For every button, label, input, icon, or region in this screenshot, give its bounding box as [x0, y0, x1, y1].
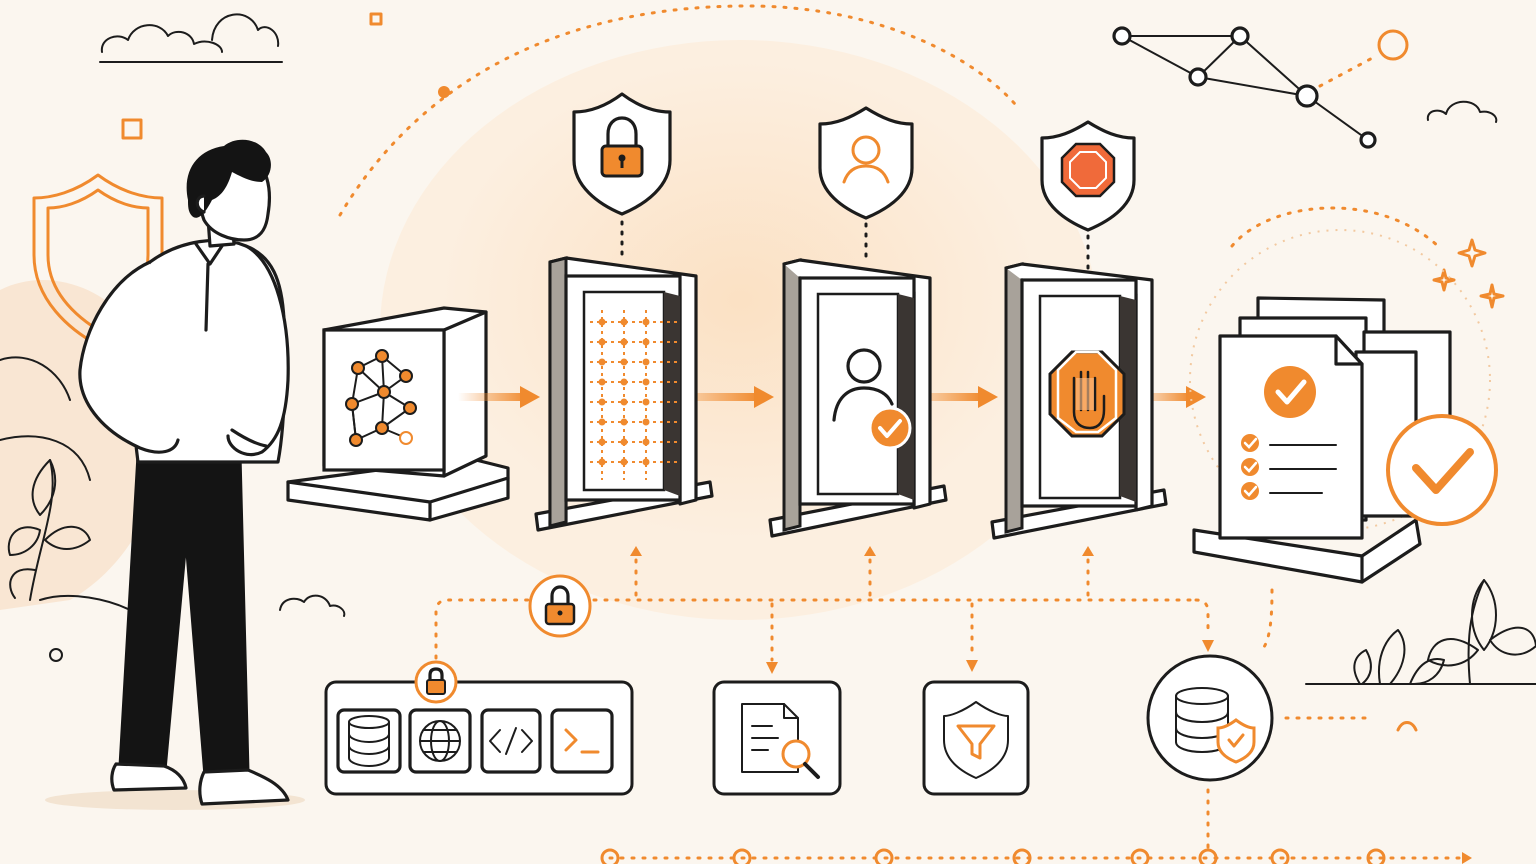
cloud-icon — [1426, 100, 1498, 123]
neural-network-icon — [345, 349, 417, 447]
document-search-icon — [741, 703, 820, 779]
plant-icon — [7, 459, 91, 601]
person-figure — [45, 139, 305, 810]
data-sources-panel — [324, 660, 634, 796]
cloud-icon — [99, 13, 283, 63]
user-verified-icon — [832, 348, 912, 450]
database-icon — [336, 708, 402, 774]
shield-filter-check — [922, 680, 1030, 796]
identity-gate — [768, 106, 948, 538]
flow-arrow — [904, 386, 998, 408]
big-check-badge-icon — [1386, 414, 1498, 526]
approved-documents-icon — [1218, 334, 1364, 540]
terminal-icon — [550, 708, 614, 774]
flow-arrow — [458, 386, 540, 408]
decor-ring — [49, 648, 63, 662]
encryption-gate — [534, 92, 714, 532]
person-shoe — [110, 762, 188, 792]
approved-output — [1189, 206, 1498, 584]
person-arm — [226, 244, 290, 457]
cloud-icon — [279, 594, 346, 617]
flow-arrow — [664, 386, 774, 408]
globe-icon — [408, 708, 472, 774]
code-icon — [480, 708, 542, 774]
hand-stop-icon — [1048, 350, 1126, 438]
shield-filter-icon — [943, 701, 1009, 779]
person-hair — [186, 139, 271, 218]
person-arm — [78, 260, 180, 454]
ai-model-block — [286, 306, 510, 522]
network-graph-icon — [1112, 26, 1409, 149]
padlock-icon — [572, 92, 672, 216]
padlock-icon — [414, 660, 458, 704]
dashed-arc — [338, 4, 1022, 217]
document-search-check — [712, 680, 842, 796]
secure-database-icon — [1175, 687, 1256, 764]
padlock-icon — [528, 574, 592, 638]
background-glow-inner — [440, 60, 1040, 540]
person-trousers — [118, 453, 250, 778]
decor-square — [369, 12, 383, 26]
decor-dot — [438, 86, 450, 98]
block-gate — [990, 120, 1168, 540]
connector-network — [434, 546, 1472, 864]
person-shoe — [198, 768, 290, 806]
plant-icon — [1305, 579, 1536, 685]
stop-octagon-icon — [1040, 120, 1136, 232]
sparkle-icon — [1432, 238, 1505, 309]
user-icon — [818, 106, 914, 220]
secure-database-check — [1146, 654, 1274, 782]
decor-square — [121, 118, 143, 140]
bush-outline — [0, 356, 131, 611]
